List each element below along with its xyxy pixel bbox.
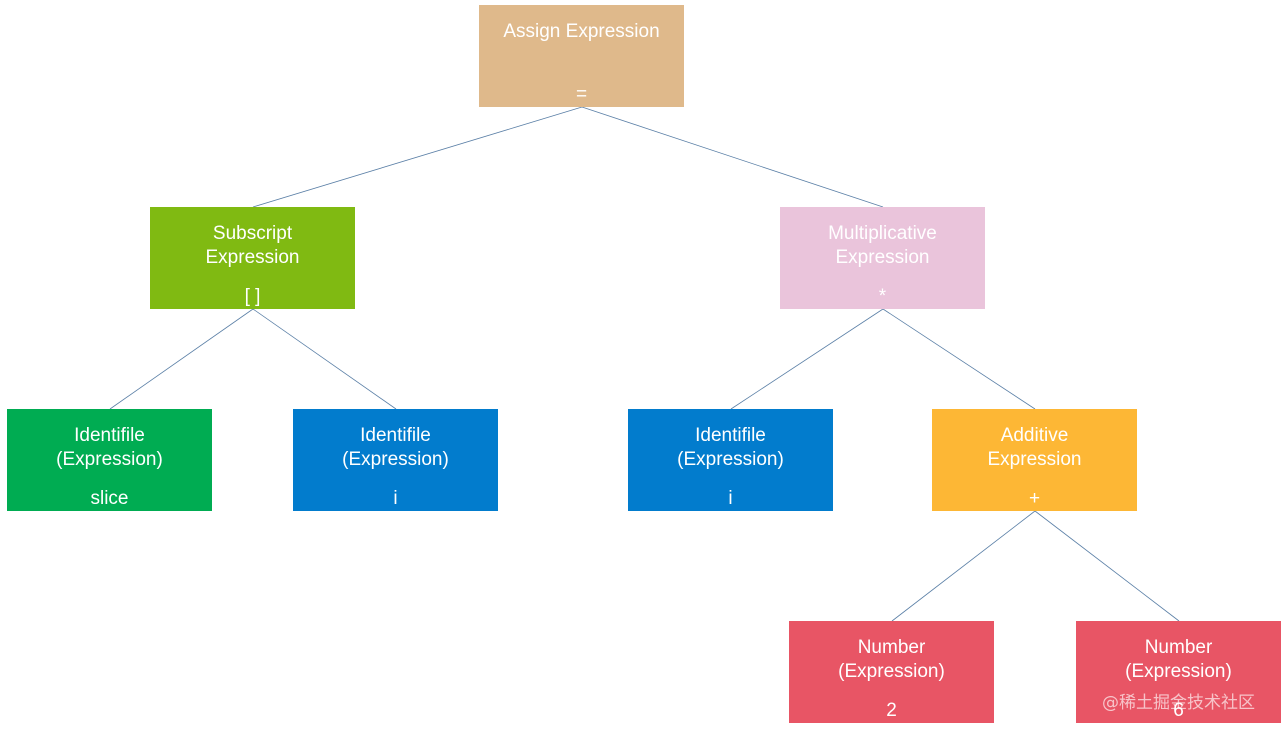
node-operator: +: [1028, 488, 1041, 509]
watermark: @稀土掘金技术社区: [1102, 693, 1255, 713]
node-additive-expression: Additive Expression +: [932, 409, 1137, 511]
node-number-6: Number (Expression) 6: [1076, 621, 1281, 723]
node-title: Number (Expression): [1125, 637, 1232, 682]
edge-assign-multiplicative: [581, 106, 884, 208]
node-value: i: [393, 488, 398, 509]
node-title: Multiplicative Expression: [828, 223, 937, 268]
node-title: Additive Expression: [987, 425, 1082, 470]
node-value: 2: [886, 700, 897, 721]
node-title: Assign Expression: [503, 21, 660, 42]
node-title: Subscript Expression: [205, 223, 300, 268]
node-identifier-i-right: Identifile (Expression) i: [628, 409, 833, 511]
node-operator: =: [575, 84, 588, 105]
edge-multiplicative-additive: [882, 308, 1036, 410]
node-operator: *: [878, 286, 887, 307]
node-title: Identifile (Expression): [342, 425, 449, 470]
node-identifier-i-left: Identifile (Expression) i: [293, 409, 498, 511]
edge-additive-number-2: [891, 510, 1036, 622]
node-multiplicative-expression: Multiplicative Expression *: [780, 207, 985, 309]
edge-multiplicative-i: [730, 308, 884, 410]
node-value: slice: [90, 488, 129, 509]
node-subscript-expression: Subscript Expression [ ]: [150, 207, 355, 309]
node-title: Identifile (Expression): [56, 425, 163, 470]
node-identifier-slice: Identifile (Expression) slice: [7, 409, 212, 511]
node-title: Number (Expression): [838, 637, 945, 682]
node-assign-expression: Assign Expression =: [479, 5, 684, 107]
node-operator: [ ]: [244, 286, 261, 307]
edge-assign-subscript: [252, 106, 583, 208]
edge-subscript-slice: [109, 308, 254, 410]
node-number-2: Number (Expression) 2: [789, 621, 994, 723]
node-value: i: [728, 488, 733, 509]
node-value: 6: [1173, 700, 1184, 721]
edge-subscript-i: [252, 308, 397, 410]
edge-additive-number-6: [1034, 510, 1180, 622]
node-title: Identifile (Expression): [677, 425, 784, 470]
